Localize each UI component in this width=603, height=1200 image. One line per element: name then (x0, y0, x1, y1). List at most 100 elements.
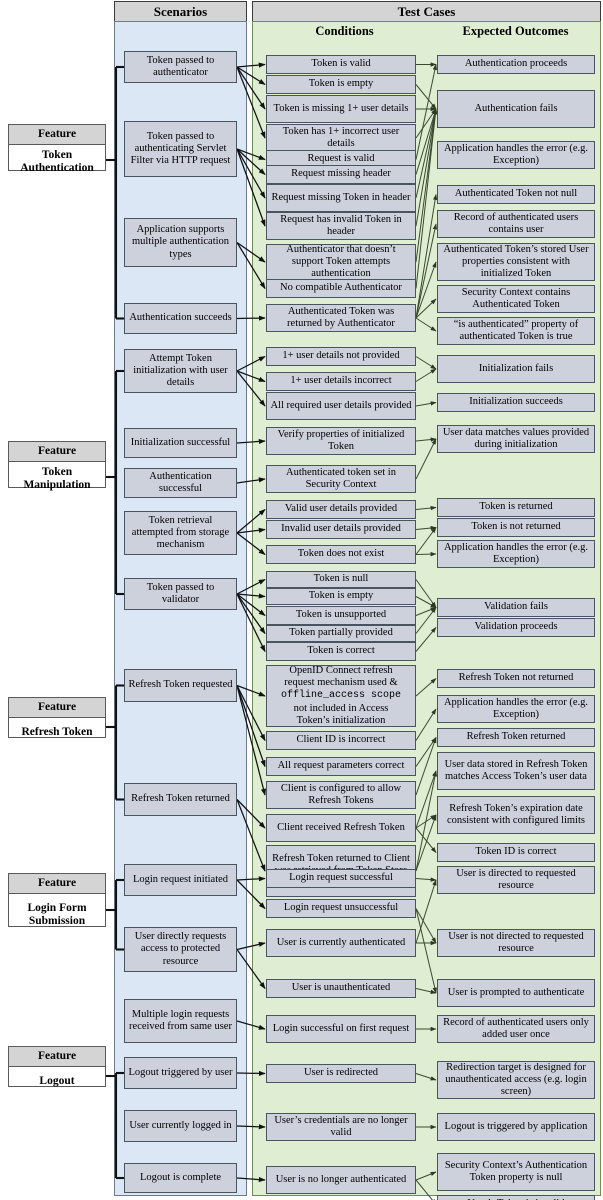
condition-box[interactable]: Request has invalid Token in header (266, 212, 416, 240)
condition-box[interactable]: Login successful on first request (266, 1015, 416, 1043)
outcome-box[interactable]: Refresh Token not returned (437, 669, 595, 688)
outcome-box[interactable]: Logout is triggered by application (437, 1113, 595, 1141)
scenario-box[interactable]: Application supports multiple authentica… (124, 218, 237, 267)
condition-box[interactable]: Token has 1+ incorrect user details (266, 124, 416, 152)
condition-box[interactable]: Invalid user details provided (266, 520, 416, 539)
scenario-box[interactable]: Initialization successful (124, 428, 237, 458)
outcome-box[interactable]: Authenticated Token’s stored User proper… (437, 243, 595, 281)
outcome-box[interactable]: Authentication proceeds (437, 55, 595, 74)
feature-card-label: Feature (9, 442, 105, 462)
outcome-box[interactable]: User is not directed to requested resour… (437, 929, 595, 957)
condition-box[interactable]: Token is empty (266, 75, 416, 94)
outcome-box[interactable]: User’s Token is invalid (437, 1195, 595, 1200)
outcome-box[interactable]: Record of authenticated users contains u… (437, 210, 595, 238)
condition-label: Request missing Token in header (271, 191, 411, 203)
condition-box[interactable]: Authenticated Token was returned by Auth… (266, 304, 416, 332)
condition-label: Client is configured to allow Refresh To… (280, 782, 402, 806)
condition-box[interactable]: User is currently authenticated (266, 929, 416, 957)
outcome-box[interactable]: Authentication fails (437, 90, 595, 128)
outcome-box[interactable]: Redirection target is designed for unaut… (437, 1061, 595, 1099)
outcome-box[interactable]: Authenticated Token not null (437, 185, 595, 204)
outcome-box[interactable]: Record of authenticated users only added… (437, 1015, 595, 1043)
outcome-box[interactable]: User is directed to requested resource (437, 866, 595, 894)
condition-box[interactable]: Token is unsupported (266, 606, 416, 625)
condition-box[interactable]: Token partially provided (266, 625, 416, 642)
condition-box[interactable]: Login request unsuccessful (266, 899, 416, 918)
condition-box[interactable]: All required user details provided (266, 392, 416, 420)
scenario-box[interactable]: Attempt Token initialization with user d… (124, 349, 237, 393)
outcome-box[interactable]: Token is not returned (437, 518, 595, 537)
scenario-box[interactable]: Refresh Token returned (124, 783, 237, 816)
outcome-box[interactable]: Token is returned (437, 498, 595, 517)
outcome-box[interactable]: User is prompted to authenticate (437, 979, 595, 1007)
outcome-box[interactable]: Application handles the error (e.g. Exce… (437, 141, 595, 169)
condition-box[interactable]: 1+ user details not provided (266, 347, 416, 366)
scenario-box[interactable]: Multiple login requests received from sa… (124, 999, 237, 1043)
outcome-label: User’s Token is invalid (467, 1198, 564, 1200)
condition-box[interactable]: Request missing header (266, 165, 416, 184)
outcome-box[interactable]: Validation fails (437, 598, 595, 617)
scenario-box[interactable]: User directly requests access to protect… (124, 927, 237, 972)
condition-box[interactable]: Verify properties of initialized Token (266, 427, 416, 455)
condition-box[interactable]: Authenticator that doesn’t support Token… (266, 244, 416, 280)
scenario-box[interactable]: Token retrieval attempted from storage m… (124, 511, 237, 555)
condition-box[interactable]: Authenticated token set in Security Cont… (266, 465, 416, 493)
condition-box[interactable]: Token does not exist (266, 545, 416, 564)
outcome-box[interactable]: Application handles the error (e.g. Exce… (437, 695, 595, 723)
outcome-box[interactable]: Security Context’s Authentication Token … (437, 1153, 595, 1191)
condition-box[interactable]: User is unauthenticated (266, 979, 416, 998)
condition-box[interactable]: Valid user details provided (266, 500, 416, 519)
condition-label: Login request successful (289, 872, 393, 884)
outcome-box[interactable]: Refresh Token returned (437, 728, 595, 747)
scenario-box[interactable]: Logout triggered by user (124, 1057, 237, 1089)
condition-box[interactable]: Client received Refresh Token (266, 814, 416, 842)
outcome-box[interactable]: Security Context contains Authenticated … (437, 285, 595, 313)
scenario-box[interactable]: Login request initiated (124, 864, 237, 896)
feature-name-login-form-submission: Login Form Submission (27, 901, 87, 927)
scenario-box[interactable]: Refresh Token requested (124, 669, 237, 702)
subcolumn-header-conditions: Conditions (315, 24, 374, 38)
outcome-box[interactable]: “is authenticated” property of authentic… (437, 317, 595, 345)
outcome-label: Application handles the error (e.g. Exce… (443, 696, 589, 720)
condition-box[interactable]: Token is correct (266, 642, 416, 661)
condition-box[interactable]: Client ID is incorrect (266, 731, 416, 750)
condition-box[interactable]: All request parameters correct (266, 757, 416, 776)
condition-box[interactable]: User is redirected (266, 1064, 416, 1083)
outcome-box[interactable]: Application handles the error (e.g. Exce… (437, 540, 595, 568)
outcome-box[interactable]: User data matches values provided during… (437, 425, 595, 453)
outcome-box[interactable]: Token ID is correct (437, 843, 595, 862)
scenario-box[interactable]: Logout is complete (124, 1163, 237, 1193)
outcome-label: Authenticated Token’s stored User proper… (443, 243, 589, 280)
condition-box[interactable]: No compatible Authenticator (266, 279, 416, 298)
condition-box[interactable]: 1+ user details incorrect (266, 372, 416, 391)
condition-box[interactable]: Client is configured to allow Refresh To… (266, 781, 416, 809)
condition-box[interactable]: Request missing Token in header (266, 184, 416, 212)
scenario-box[interactable]: Token passed to authenticator (124, 51, 237, 83)
outcome-label: Security Context contains Authenticated … (461, 286, 571, 310)
scenario-box[interactable]: User currently logged in (124, 1110, 237, 1142)
scenario-box[interactable]: Authentication succeeds (124, 303, 237, 334)
outcome-box[interactable]: Validation proceeds (437, 618, 595, 637)
condition-box[interactable]: Token is missing 1+ user details (266, 95, 416, 123)
outcome-box[interactable]: User data stored in Refresh Token matche… (437, 752, 595, 790)
scenario-label: Token passed to authenticating Servlet F… (130, 130, 231, 167)
condition-box[interactable]: User’s credentials are no longer valid (266, 1113, 416, 1141)
condition-box[interactable]: Token is empty (266, 588, 416, 605)
scenario-box[interactable]: Authentication successful (124, 468, 237, 498)
outcome-box[interactable]: Initialization succeeds (437, 393, 595, 412)
condition-box[interactable]: Login request successful (266, 869, 416, 888)
column-header-scenarios: Scenarios (114, 1, 247, 22)
scenario-box[interactable]: Token passed to authenticating Servlet F… (124, 121, 237, 177)
condition-box[interactable]: Token is null (266, 571, 416, 588)
outcome-box[interactable]: Initialization fails (437, 355, 595, 383)
condition-box[interactable]: User is no longer authenticated (266, 1166, 416, 1194)
scenario-box[interactable]: Token passed to validator (124, 578, 237, 610)
outcome-box[interactable]: Refresh Token’s expiration date consiste… (437, 796, 595, 834)
condition-box[interactable]: Token is valid (266, 55, 416, 74)
